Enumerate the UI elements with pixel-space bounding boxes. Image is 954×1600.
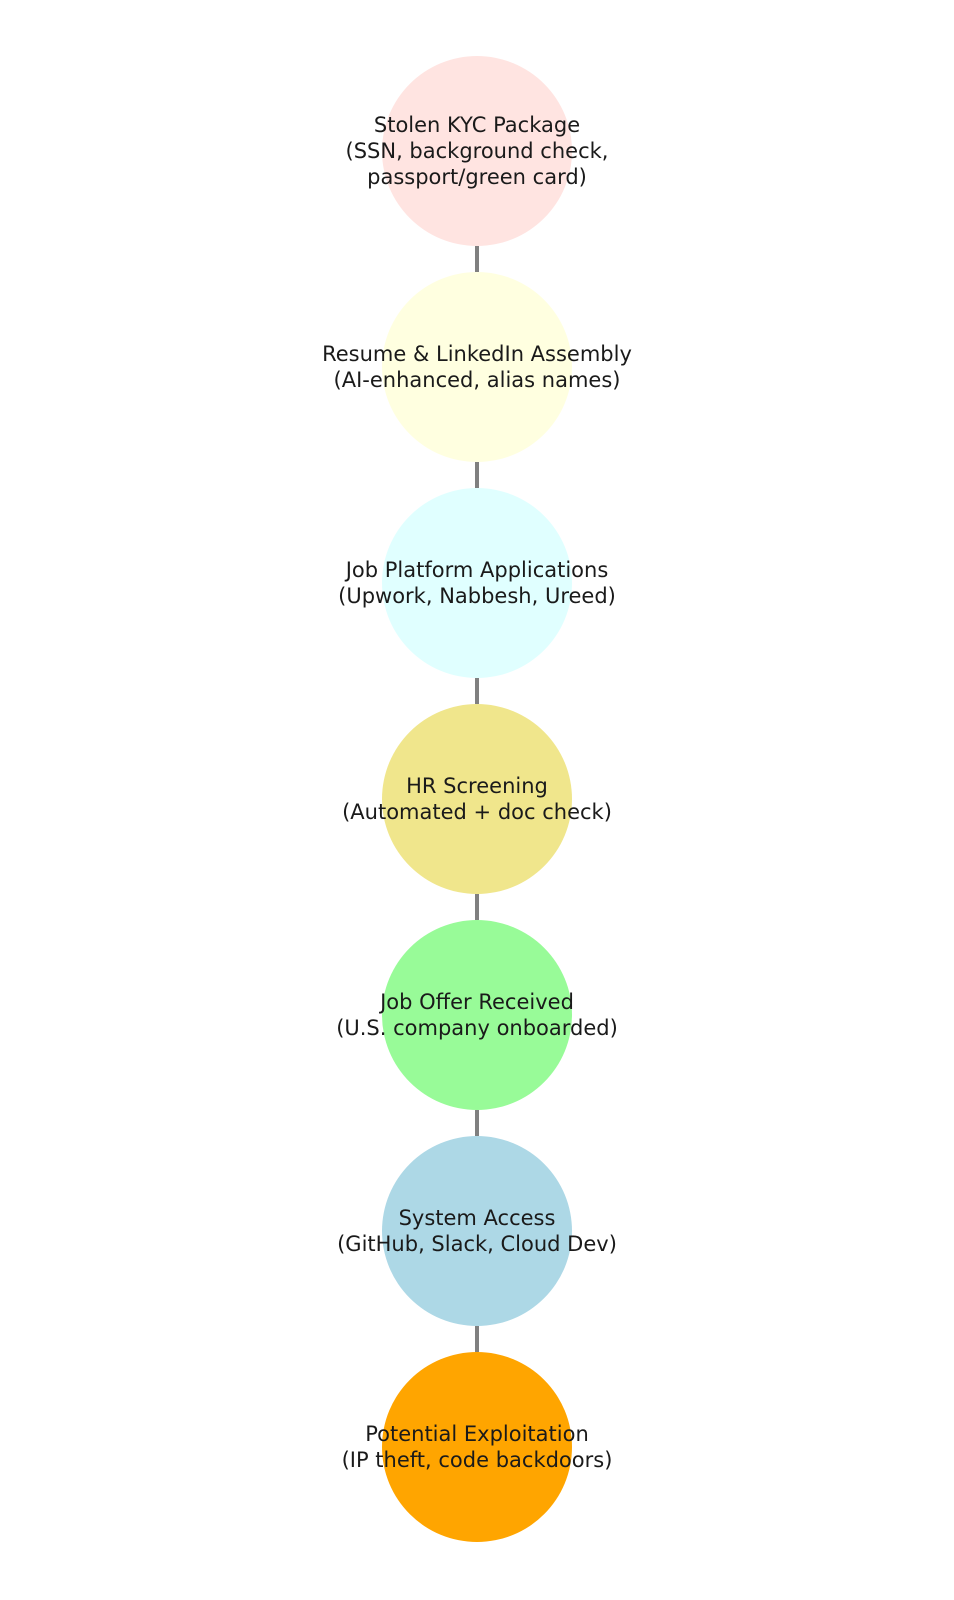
node-resume-linkedin: Resume & LinkedIn Assembly(AI-enhanced, … <box>322 272 632 462</box>
node-label-line: Job Offer Received <box>378 990 574 1014</box>
node-stolen-kyc: Stolen KYC Package(SSN, background check… <box>346 56 609 246</box>
node-circle <box>382 56 572 246</box>
node-circle <box>382 1136 572 1326</box>
node-system-access: System Access(GitHub, Slack, Cloud Dev) <box>337 1136 617 1326</box>
node-circle <box>382 704 572 894</box>
node-label-line: (SSN, background check, <box>346 139 609 163</box>
node-label-line: (U.S. company onboarded) <box>336 1016 618 1040</box>
node-label-line: Resume & LinkedIn Assembly <box>322 342 632 366</box>
node-label-line: (IP theft, code backdoors) <box>342 1448 613 1472</box>
node-label-line: (Automated + doc check) <box>342 800 612 824</box>
node-label-line: (Upwork, Nabbesh, Ureed) <box>338 584 616 608</box>
node-job-offer: Job Offer Received(U.S. company onboarde… <box>336 920 618 1110</box>
node-job-platform: Job Platform Applications(Upwork, Nabbes… <box>338 488 616 678</box>
node-hr-screening: HR Screening(Automated + doc check) <box>342 704 612 894</box>
node-label-line: Potential Exploitation <box>365 1422 589 1446</box>
nodes-layer: Stolen KYC Package(SSN, background check… <box>322 56 632 1542</box>
node-label-line: System Access <box>399 1206 556 1230</box>
node-circle <box>382 272 572 462</box>
node-label-line: Stolen KYC Package <box>374 113 580 137</box>
node-label-line: Job Platform Applications <box>344 558 609 582</box>
node-circle <box>382 920 572 1110</box>
node-potential-exploitation: Potential Exploitation(IP theft, code ba… <box>342 1352 613 1542</box>
node-label-line: (AI-enhanced, alias names) <box>334 368 621 392</box>
node-circle <box>382 488 572 678</box>
node-label-line: (GitHub, Slack, Cloud Dev) <box>337 1232 617 1256</box>
node-label-line: passport/green card) <box>367 165 587 189</box>
node-label-line: HR Screening <box>406 774 548 798</box>
node-circle <box>382 1352 572 1542</box>
